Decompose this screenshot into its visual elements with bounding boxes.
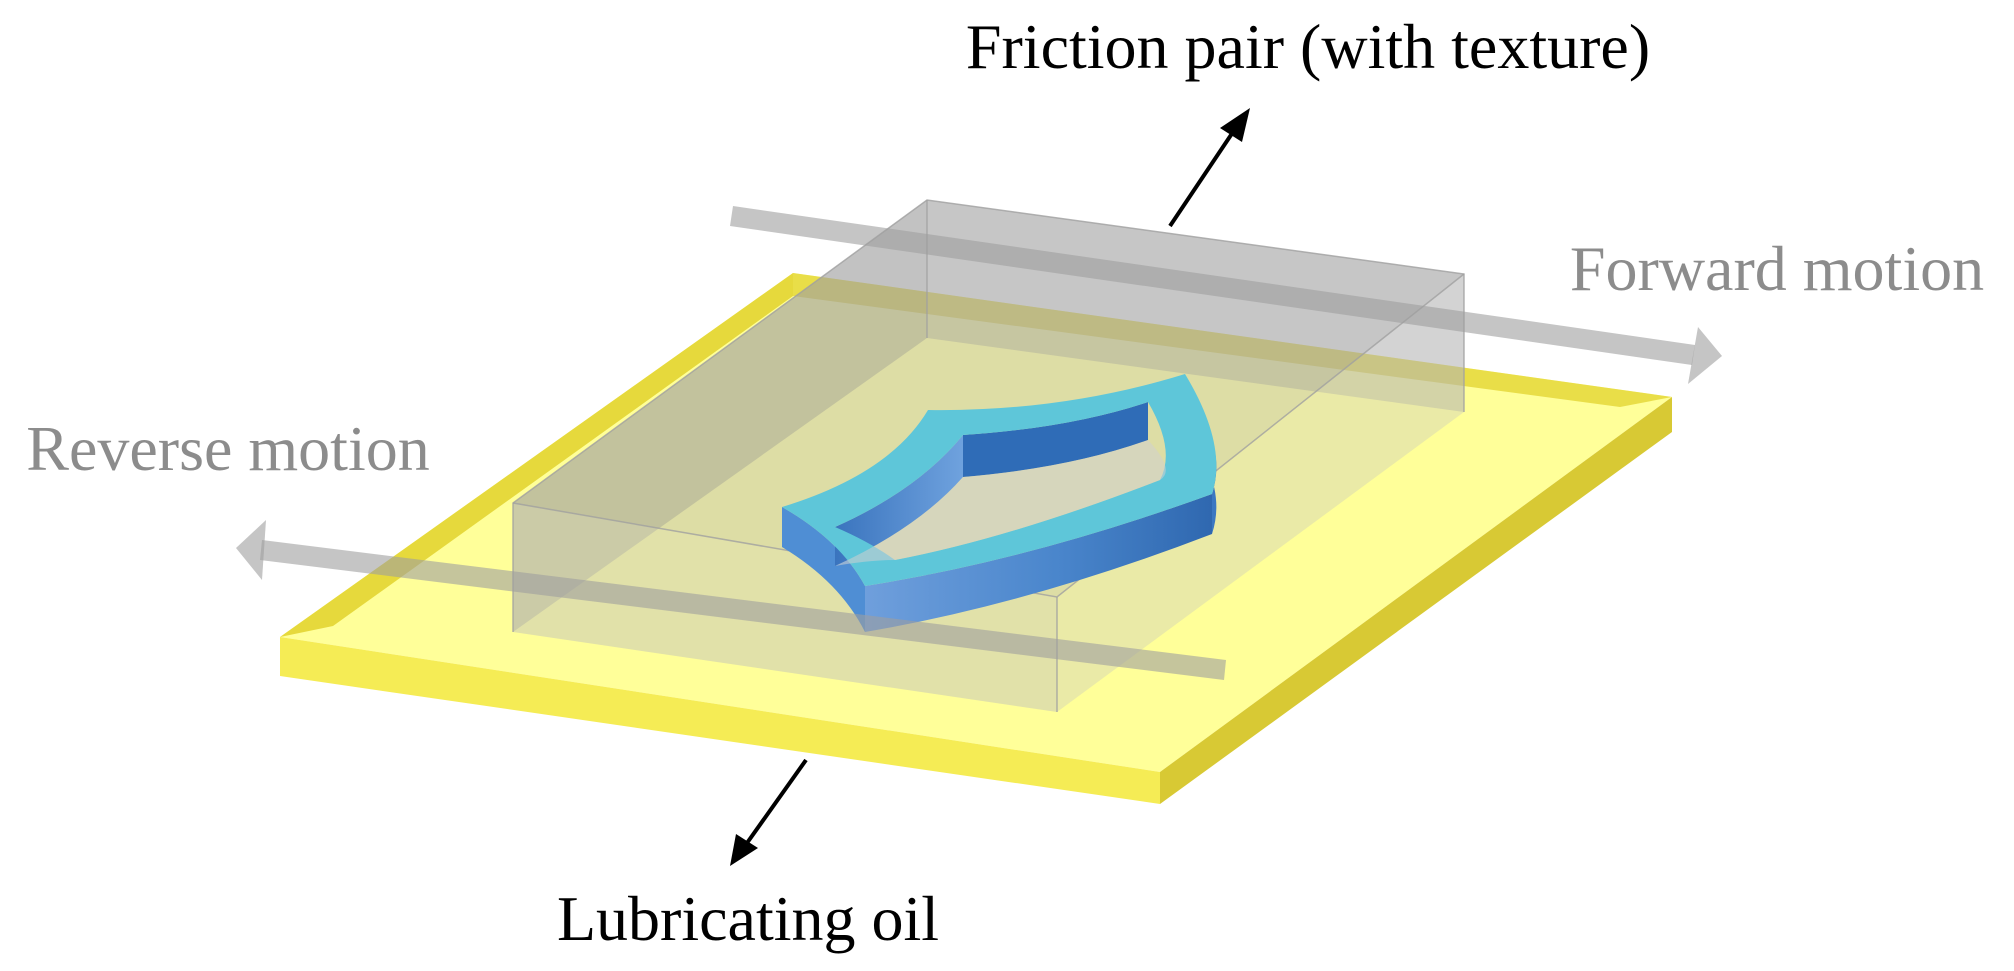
block-left-face [513, 200, 927, 632]
lubricating-oil-pointer-arrow [730, 758, 808, 866]
reverse-motion-arrow [236, 520, 1226, 680]
reverse-motion-label: Reverse motion [26, 413, 429, 484]
oil-plate-front [280, 637, 1160, 804]
texture-front-wall [865, 494, 1212, 632]
forward-motion-arrow [730, 206, 1722, 384]
texture-opening-floor [835, 440, 1166, 566]
block-top-face [513, 200, 1464, 597]
surface-texture [782, 374, 1217, 632]
friction-pair-label: Friction pair (with texture) [966, 11, 1650, 82]
texture-top-rim [782, 374, 1217, 586]
texture-left-wall [782, 507, 865, 632]
lubricating-oil-label: Lubricating oil [557, 883, 939, 954]
oil-plate-back-rim [793, 273, 1672, 407]
forward-motion-label: Forward motion [1570, 233, 1984, 304]
block-back-face [927, 200, 1464, 412]
texture-inner-back-wall [963, 402, 1148, 477]
friction-pair-pointer-arrow [1168, 108, 1250, 228]
oil-plate-right [1160, 397, 1672, 804]
block-right-face [1057, 274, 1464, 712]
oil-plate-left-rim [280, 273, 793, 637]
texture-inner-left-wall [835, 435, 963, 566]
